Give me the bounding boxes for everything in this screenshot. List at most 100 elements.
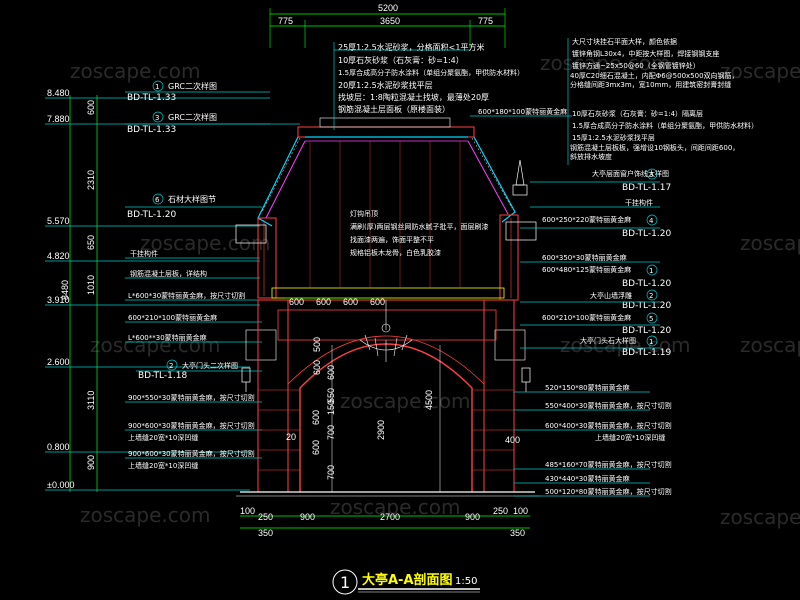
svg-text:600: 600 (343, 297, 358, 307)
svg-text:700: 700 (326, 425, 336, 440)
svg-text:BD-TL-1.20: BD-TL-1.20 (622, 279, 671, 289)
svg-text:钢筋混凝土层面板（原楼面装）: 钢筋混凝土层面板（原楼面装） (338, 104, 450, 114)
svg-text:2: 2 (169, 362, 173, 370)
watermark-text: zoscape.com (560, 333, 690, 357)
dim-label: 5200 (378, 3, 398, 13)
svg-text:100: 100 (513, 506, 528, 516)
svg-text:1010: 1010 (86, 275, 96, 295)
svg-text:镀锌角钢L30x4，中距按大样图，焊接钢钢支座: 镀锌角钢L30x4，中距按大样图，焊接钢钢支座 (572, 49, 719, 58)
svg-text:灯钩吊顶: 灯钩吊顶 (350, 209, 378, 218)
watermark-text: zoscape.com (80, 503, 210, 527)
watermark-text: zoscape.com (340, 389, 470, 413)
left-elevation-column: 8.480 7.880 5.570 4.820 3.910 2.600 0.80… (45, 88, 270, 492)
svg-text:L*600**30蒙特丽黄金麻: L*600**30蒙特丽黄金麻 (128, 333, 207, 342)
title-scale: 1:50 (455, 576, 477, 587)
elevation-label: 3.910 (47, 295, 70, 305)
elevation-label: 7.880 (47, 114, 70, 124)
dim-label: 3650 (380, 16, 400, 26)
svg-text:大亭层面窗户饰线大样图: 大亭层面窗户饰线大样图 (592, 169, 669, 178)
watermark-text: zoscape.com (740, 231, 800, 255)
svg-text:找面漆两遍，饰面平整不平: 找面漆两遍，饰面平整不平 (350, 235, 434, 244)
svg-text:规格铝板木龙骨，白色乳胶漆: 规格铝板木龙骨，白色乳胶漆 (350, 248, 441, 257)
svg-text:500*120*80蒙特丽黄金麻，按尺寸切割: 500*120*80蒙特丽黄金麻，按尺寸切割 (545, 487, 672, 496)
right-top-notes: 大尺寸块挂石平面大样，颜色依据 镀锌角钢L30x4，中距按大样图，焊接钢钢支座 … (567, 37, 758, 165)
svg-text:找坡层：1:8陶粒混凝土找坡，最薄处20厚: 找坡层：1:8陶粒混凝土找坡，最薄处20厚 (338, 92, 489, 102)
svg-text:2900: 2900 (376, 420, 386, 440)
svg-text:GRC二次样图: GRC二次样图 (168, 112, 217, 122)
svg-text:1.5厚合成高分子防水涂料（单组分聚氨酯，甲供防水材料）: 1.5厚合成高分子防水涂料（单组分聚氨酯，甲供防水材料） (338, 68, 524, 77)
svg-text:600*250*220蒙特丽黄金麻: 600*250*220蒙特丽黄金麻 (542, 215, 631, 224)
svg-text:石材大样图节: 石材大样图节 (168, 194, 216, 204)
svg-text:520*150*80蒙特丽黄金麻: 520*150*80蒙特丽黄金麻 (545, 383, 630, 392)
svg-text:3: 3 (649, 171, 653, 179)
svg-text:大亭门头石大样图: 大亭门头石大样图 (580, 336, 636, 345)
svg-text:600: 600 (312, 360, 322, 375)
svg-text:600: 600 (311, 440, 321, 455)
svg-text:350: 350 (510, 528, 525, 538)
svg-text:485*160*70蒙特丽黄金麻，按尺寸切割: 485*160*70蒙特丽黄金麻，按尺寸切割 (545, 460, 672, 469)
ceiling-note: 灯钩吊顶 满刷(厚)两层钢丝网防水腻子批平，面层刷漆 找面漆两遍，饰面平整不平 … (350, 209, 488, 257)
svg-text:600: 600 (311, 410, 321, 425)
svg-text:600*400*30蒙特丽黄金麻，按尺寸切割: 600*400*30蒙特丽黄金麻，按尺寸切割 (545, 421, 672, 430)
svg-text:600*350*30蒙特丽黄金麻: 600*350*30蒙特丽黄金麻 (542, 253, 627, 262)
svg-text:900: 900 (465, 512, 480, 522)
svg-text:100: 100 (240, 506, 255, 516)
svg-text:550: 550 (326, 388, 336, 403)
svg-text:2: 2 (649, 292, 653, 300)
svg-text:1.5厚合成高分子防水涂料（单组分聚氨酯，甲供防水材料）: 1.5厚合成高分子防水涂料（单组分聚氨酯，甲供防水材料） (572, 121, 758, 130)
svg-text:700: 700 (326, 465, 336, 480)
svg-text:150: 150 (326, 400, 336, 415)
right-callouts: 600*180*100蒙特丽黄金麻 大亭层面窗户饰线大样图 3 BD-TL-1.… (470, 107, 672, 497)
chandelier-icon (359, 300, 413, 362)
svg-text:1: 1 (155, 83, 159, 91)
svg-text:BD-TL-1.33: BD-TL-1.33 (127, 93, 176, 103)
svg-text:BD-TL-1.20: BD-TL-1.20 (127, 210, 176, 220)
svg-text:干挂构件: 干挂构件 (625, 198, 653, 207)
pavilion-section (235, 117, 540, 497)
svg-text:10厚石灰砂浆（石灰膏：砂=1:4）: 10厚石灰砂浆（石灰膏：砂=1:4） (338, 55, 464, 65)
svg-text:满刷(厚)两层钢丝网防水腻子批平，面层刷漆: 满刷(厚)两层钢丝网防水腻子批平，面层刷漆 (350, 222, 488, 231)
svg-text:600: 600 (370, 297, 385, 307)
svg-text:600*480*125蒙特丽黄金麻: 600*480*125蒙特丽黄金麻 (542, 265, 631, 274)
svg-text:BD-TL-1.19: BD-TL-1.19 (622, 348, 671, 358)
elevation-label: 8.480 (47, 88, 70, 98)
svg-text:600: 600 (86, 100, 96, 115)
svg-text:上墙缝20宽*10深凹缝: 上墙缝20宽*10深凹缝 (128, 461, 198, 470)
svg-text:钢筋混凝土层板，详结构: 钢筋混凝土层板，详结构 (130, 269, 207, 278)
svg-text:900: 900 (86, 455, 96, 470)
svg-text:上墙缝20宽*10深凹缝: 上墙缝20宽*10深凹缝 (128, 433, 198, 442)
svg-text:干挂构件: 干挂构件 (130, 249, 158, 258)
svg-text:2700: 2700 (380, 512, 400, 522)
svg-text:400: 400 (505, 435, 520, 445)
left-callouts: 1 GRC二次样图 BD-TL-1.33 3 GRC二次样图 BD-TL-1.3… (125, 80, 300, 470)
svg-text:大亭山墙浮雕: 大亭山墙浮雕 (590, 291, 632, 300)
svg-text:500: 500 (312, 337, 322, 352)
svg-text:600*210*100蒙特丽黄金麻: 600*210*100蒙特丽黄金麻 (128, 313, 217, 322)
svg-text:上墙缝20宽*10深凹缝: 上墙缝20宽*10深凹缝 (595, 433, 665, 442)
title-text: 大亭A-A剖面图 (362, 572, 453, 588)
svg-text:600: 600 (289, 297, 304, 307)
watermark-text: zoscape.com (70, 59, 200, 83)
watermark-text: zoscape.com (540, 51, 670, 75)
svg-text:L*600*30蒙特丽黄金麻，按尺寸切割: L*600*30蒙特丽黄金麻，按尺寸切割 (128, 291, 245, 300)
svg-text:BD-TL-1.33: BD-TL-1.33 (127, 125, 176, 135)
watermark-text: zoscape.com (90, 333, 220, 357)
svg-text:6: 6 (155, 196, 160, 204)
top-dimension-chain: 5200 775 3650 775 (269, 3, 506, 48)
svg-text:900*550*30蒙特丽黄金麻，按尺寸切割: 900*550*30蒙特丽黄金麻，按尺寸切割 (128, 393, 255, 402)
svg-text:1: 1 (649, 338, 653, 346)
watermark-text: zoscape.com (720, 59, 800, 83)
svg-text:3: 3 (155, 114, 159, 122)
svg-text:2310: 2310 (86, 170, 96, 190)
drawing-title: 1 大亭A-A剖面图 1:50 (332, 569, 480, 595)
bottom-dimension-chain: 100 250 900 2700 900 250 100 350 350 (240, 506, 530, 538)
svg-text:350: 350 (258, 528, 273, 538)
svg-text:3110: 3110 (86, 391, 96, 410)
svg-text:250: 250 (493, 506, 508, 516)
elevation-label: ±0.000 (47, 480, 74, 490)
elevation-label: 5.570 (47, 216, 70, 226)
dim-label: 775 (478, 16, 493, 26)
svg-text:900*600*30蒙特丽黄金麻，按尺寸切割: 900*600*30蒙特丽黄金麻，按尺寸切割 (128, 449, 255, 458)
watermark-text: zoscape.com (720, 505, 800, 529)
